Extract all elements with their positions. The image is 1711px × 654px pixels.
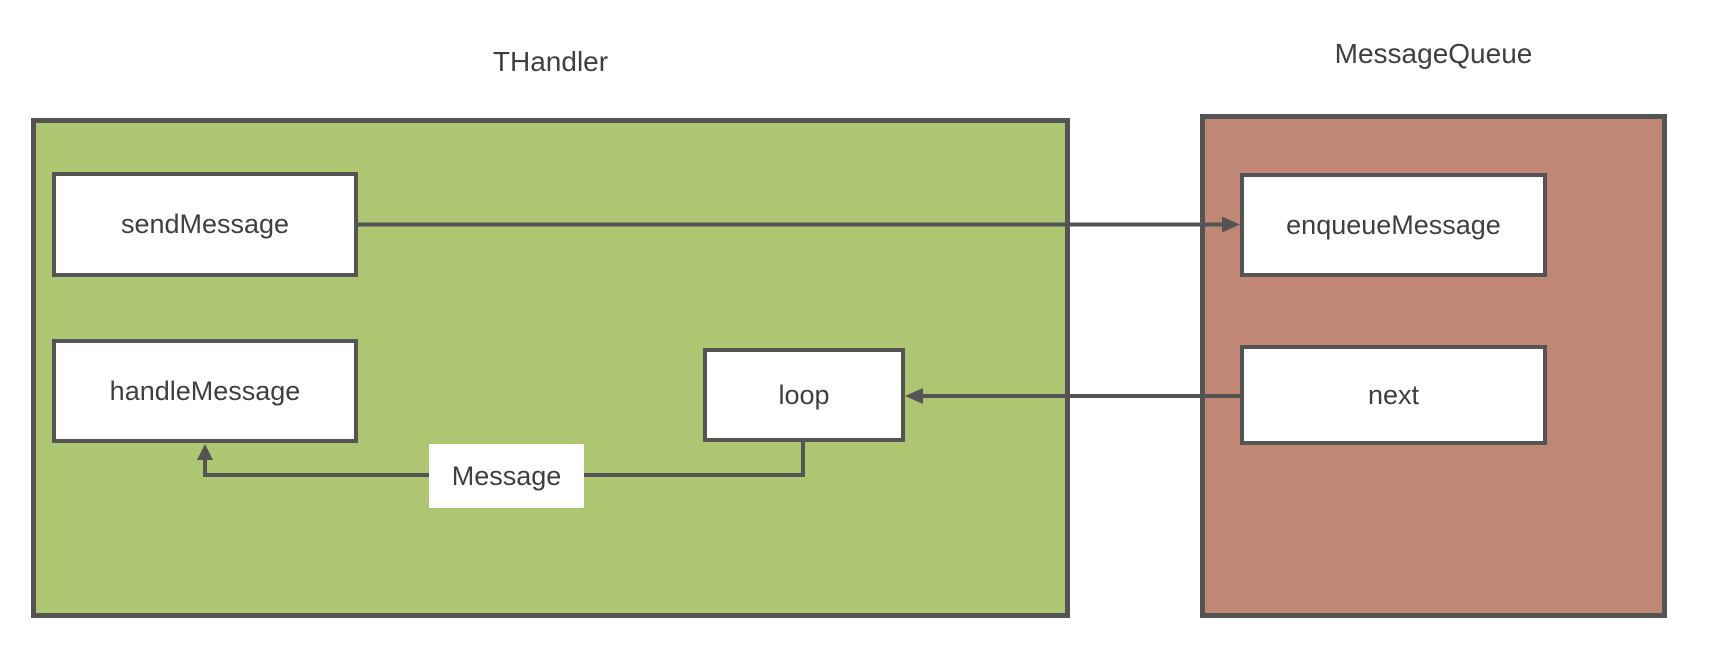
message-edge-label: Message: [429, 444, 584, 508]
enqueuemessage-node: enqueueMessage: [1240, 173, 1547, 277]
sendmessage-node: sendMessage: [52, 172, 358, 277]
handlemessage-node: handleMessage: [52, 339, 358, 443]
thandler-title: THandler: [492, 46, 609, 77]
loop-node: loop: [703, 348, 905, 442]
next-node: next: [1240, 345, 1547, 445]
messagequeue-title: MessageQueue: [1334, 38, 1533, 69]
